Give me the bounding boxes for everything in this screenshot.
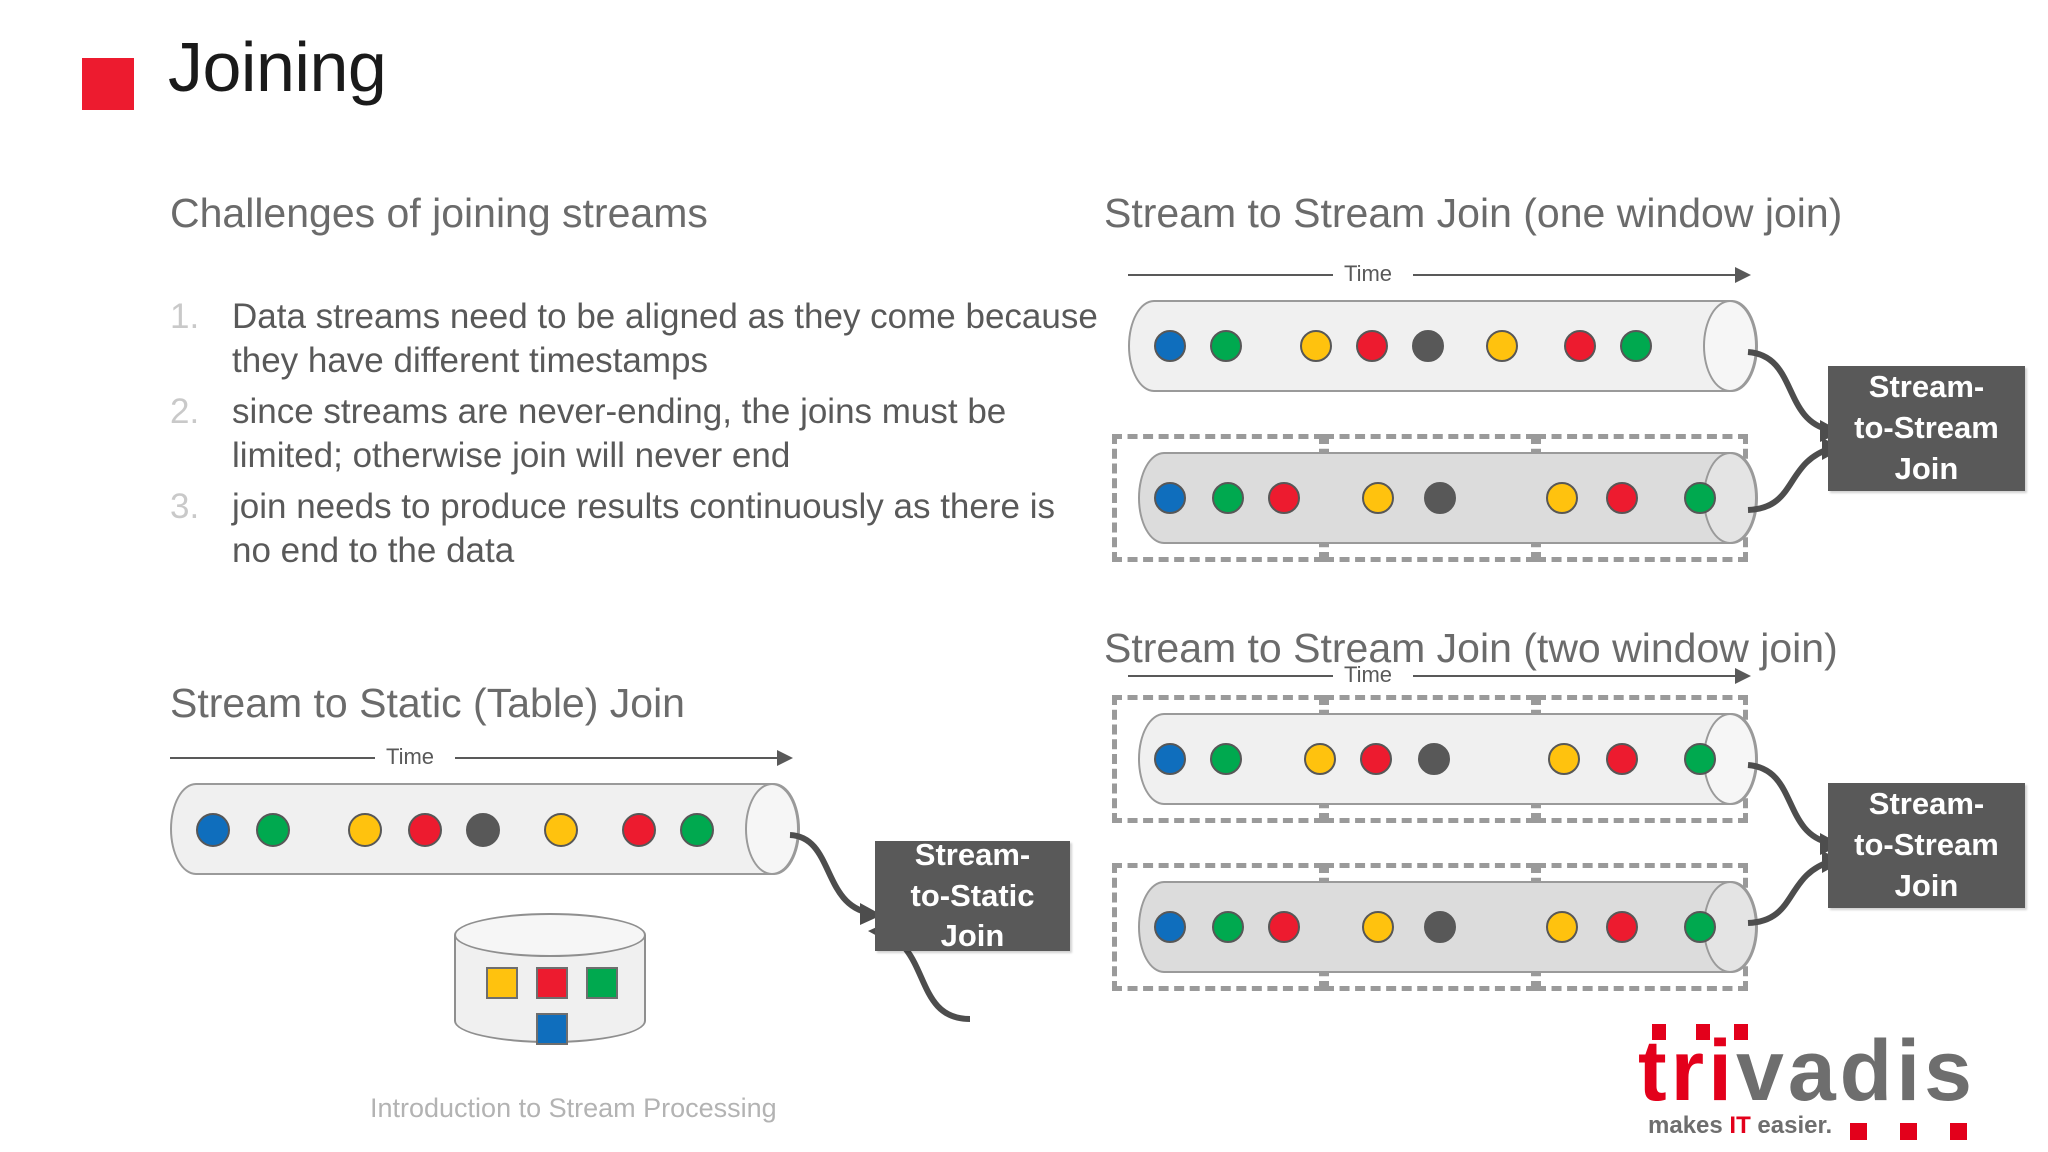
list-item-text: join needs to produce results continuous… bbox=[232, 486, 1055, 571]
section-heading-challenges: Challenges of joining streams bbox=[170, 190, 708, 236]
diagram-stream-to-static: Time bbox=[170, 744, 1070, 1055]
event-red bbox=[1356, 330, 1388, 362]
diagram-stream-to-stream-two-window: Time bbox=[1112, 662, 2028, 1025]
event-red bbox=[622, 813, 656, 847]
challenges-list: 1. Data streams need to be aligned as th… bbox=[170, 295, 1100, 580]
list-item: 1. Data streams need to be aligned as th… bbox=[170, 295, 1100, 384]
page-title: Joining bbox=[168, 28, 387, 106]
trivadis-logo: trivadis makes IT easier. bbox=[1638, 1024, 1998, 1140]
table-item-green bbox=[586, 967, 618, 999]
logo-wordmark: trivadis bbox=[1638, 1028, 1976, 1114]
arrow-right-icon bbox=[1735, 267, 1751, 283]
arrow-right-icon bbox=[1735, 668, 1751, 684]
static-table-cylinder bbox=[454, 913, 646, 1045]
arrow-right-icon bbox=[777, 750, 793, 766]
stream-to-stream-join-box: Stream- to-Stream Join bbox=[1828, 366, 2025, 491]
event-green bbox=[1210, 330, 1242, 362]
event-red bbox=[1606, 911, 1638, 943]
table-item-blue bbox=[536, 1013, 568, 1045]
event-green bbox=[1684, 482, 1716, 514]
event-gray bbox=[1418, 743, 1450, 775]
time-axis: Time bbox=[1128, 662, 1753, 689]
join-box-line: to-Static bbox=[910, 877, 1035, 913]
event-red bbox=[1268, 911, 1300, 943]
section-heading-stream-to-static: Stream to Static (Table) Join bbox=[170, 680, 685, 726]
event-red bbox=[1606, 482, 1638, 514]
event-red bbox=[1268, 482, 1300, 514]
slide-footer: Introduction to Stream Processing bbox=[370, 1093, 777, 1123]
time-axis: Time bbox=[170, 744, 795, 771]
table-item-yellow bbox=[486, 967, 518, 999]
event-gray bbox=[1424, 482, 1456, 514]
join-box-line: Stream- bbox=[914, 836, 1031, 872]
stream-to-static-join-box: Stream- to-Static Join bbox=[875, 837, 1070, 953]
event-yellow bbox=[1304, 743, 1336, 775]
pipe-cap bbox=[745, 783, 799, 875]
event-yellow bbox=[1362, 482, 1394, 514]
list-item: 3. join needs to produce results continu… bbox=[170, 485, 1100, 574]
event-yellow bbox=[1548, 743, 1580, 775]
join-box-line: Join bbox=[1894, 867, 1959, 903]
event-green bbox=[1684, 911, 1716, 943]
time-axis-label: Time bbox=[1343, 662, 1393, 687]
event-green bbox=[680, 813, 714, 847]
list-item-number: 1. bbox=[170, 297, 200, 336]
event-green bbox=[256, 813, 290, 847]
table-item-red bbox=[536, 967, 568, 999]
join-box-line: to-Stream bbox=[1854, 827, 1999, 863]
event-yellow bbox=[1546, 911, 1578, 943]
event-green bbox=[1210, 743, 1242, 775]
event-red bbox=[1564, 330, 1596, 362]
join-box-line: Join bbox=[1894, 450, 1959, 486]
logo-tag-a: makes bbox=[1648, 1112, 1730, 1139]
list-item-number: 2. bbox=[170, 391, 200, 431]
event-yellow bbox=[1486, 330, 1518, 362]
time-axis: Time bbox=[1128, 261, 1753, 288]
logo-text-tri: tri bbox=[1638, 1023, 1736, 1119]
join-box-line: to-Stream bbox=[1854, 410, 1999, 446]
event-yellow bbox=[348, 813, 382, 847]
event-yellow bbox=[544, 813, 578, 847]
event-green bbox=[1212, 482, 1244, 514]
section-heading-two-window-join: Stream to Stream Join (two window join) bbox=[1104, 625, 1838, 671]
event-red bbox=[1606, 743, 1638, 775]
logo-tag-b: easier. bbox=[1750, 1112, 1833, 1139]
list-item-text: since streams are never-ending, the join… bbox=[232, 391, 1007, 476]
event-green bbox=[1620, 330, 1652, 362]
event-blue bbox=[1154, 743, 1186, 775]
diagram-stream-to-stream-one-window: Time bbox=[1112, 261, 2028, 582]
time-axis-label: Time bbox=[1343, 261, 1393, 286]
event-yellow bbox=[1362, 911, 1394, 943]
event-blue bbox=[1154, 482, 1186, 514]
event-red bbox=[1360, 743, 1392, 775]
join-box-line: Stream- bbox=[1868, 369, 1985, 405]
event-yellow bbox=[1300, 330, 1332, 362]
join-box-line: Join bbox=[940, 918, 1005, 954]
event-green bbox=[1684, 743, 1716, 775]
list-item-text: Data streams need to be aligned as they … bbox=[232, 297, 1098, 381]
title-marker-square bbox=[82, 58, 134, 110]
event-gray bbox=[1412, 330, 1444, 362]
section-heading-one-window-join: Stream to Stream Join (one window join) bbox=[1104, 190, 1843, 236]
event-yellow bbox=[1546, 482, 1578, 514]
pipe-cap bbox=[1703, 300, 1757, 392]
logo-tagline: makes IT easier. bbox=[1648, 1112, 1832, 1140]
list-item: 2. since streams are never-ending, the j… bbox=[170, 390, 1100, 479]
event-green bbox=[1212, 911, 1244, 943]
logo-tag-it: IT bbox=[1729, 1112, 1751, 1139]
event-blue bbox=[1154, 911, 1186, 943]
event-blue bbox=[196, 813, 230, 847]
event-red bbox=[408, 813, 442, 847]
event-gray bbox=[466, 813, 500, 847]
stream-to-stream-join-box: Stream- to-Stream Join bbox=[1828, 783, 2025, 908]
event-gray bbox=[1424, 911, 1456, 943]
logo-text-vadis: vadis bbox=[1736, 1023, 1976, 1119]
time-axis-label: Time bbox=[385, 744, 435, 769]
list-item-number: 3. bbox=[170, 486, 200, 526]
event-blue bbox=[1154, 330, 1186, 362]
join-box-line: Stream- bbox=[1868, 786, 1985, 822]
